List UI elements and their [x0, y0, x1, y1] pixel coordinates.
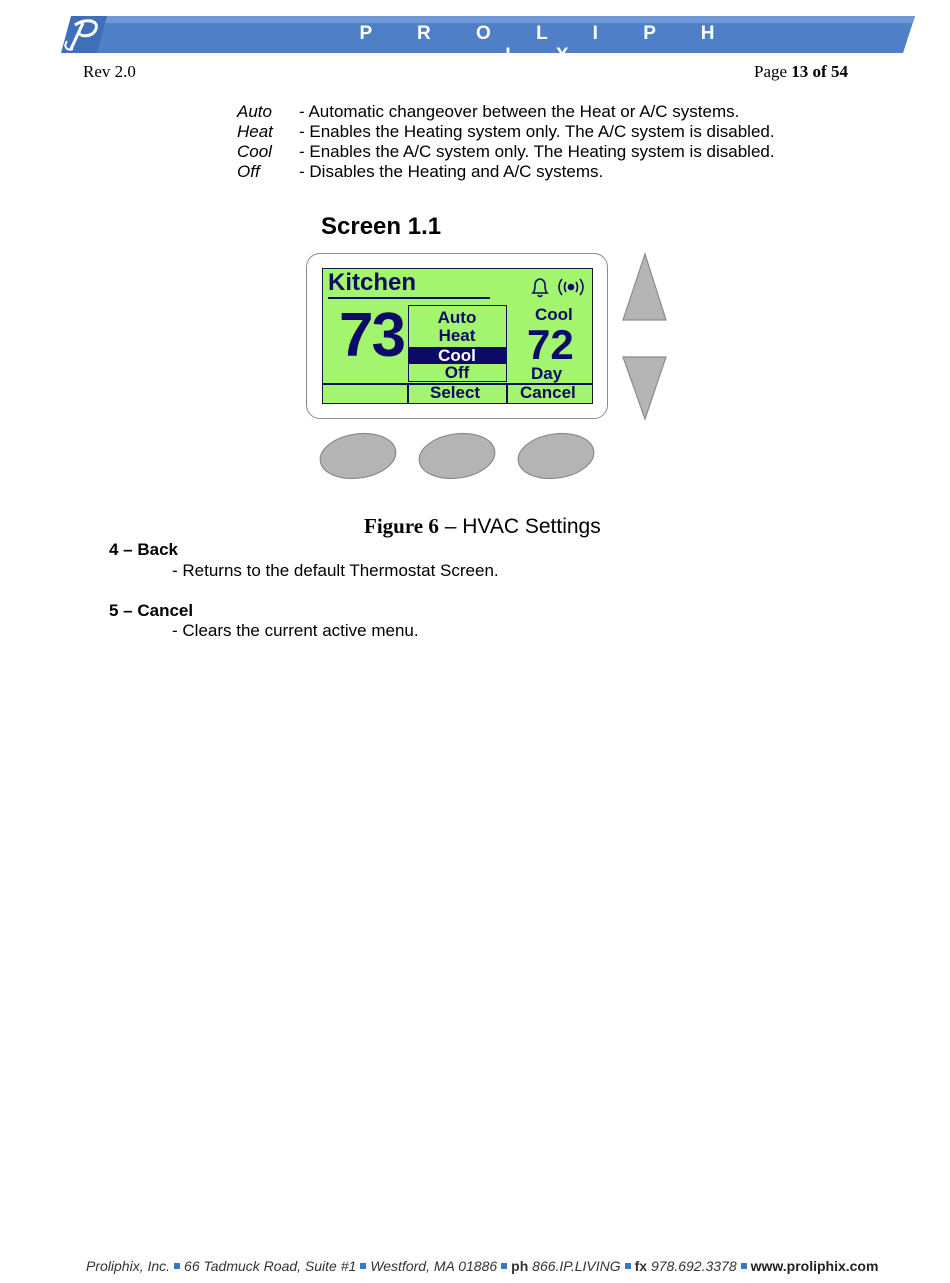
lcd-menu-item-heat: Heat — [438, 326, 476, 345]
lcd-hvac-menu: Auto Heat Cool Off — [408, 305, 507, 382]
revision-label: Rev 2.0 — [83, 62, 136, 81]
lcd-menu-item-off: Off — [444, 363, 470, 382]
caption-dash: – — [438, 515, 463, 538]
header-banner: P R O L I P H I X — [57, 15, 917, 66]
lcd-current-temperature: 73 — [339, 301, 406, 370]
proliphix-logo-icon — [61, 16, 107, 53]
section-heading-cancel: 5 – Cancel — [109, 601, 194, 620]
footer-company: Proliphix, Inc. — [86, 1258, 171, 1274]
footer-fax: 978.692.3378 — [650, 1258, 737, 1274]
lcd-softkey-separator — [506, 383, 508, 403]
softkey-button-2[interactable] — [417, 432, 497, 480]
lcd-softkey-divider — [323, 383, 592, 385]
mode-description: - Automatic changeover between the Heat … — [299, 102, 740, 121]
down-arrow-button-icon[interactable] — [622, 355, 668, 421]
lcd-menu-item-cool-selected: Cool — [438, 346, 476, 365]
page-count: 13 of 54 — [791, 62, 848, 81]
lcd-menu-selection-highlight — [409, 347, 506, 364]
mode-description: - Disables the Heating and A/C systems. — [299, 162, 604, 181]
footer-phone-label: ph — [511, 1258, 529, 1274]
lcd-mode-label: Cool — [535, 305, 573, 324]
section-body-back: - Returns to the default Thermostat Scre… — [172, 561, 499, 580]
figure-number: Figure 6 — [364, 514, 439, 538]
lcd-icon-group — [531, 278, 584, 298]
footer-separator — [740, 1263, 747, 1269]
mode-description: - Enables the A/C system only. The Heati… — [299, 142, 775, 161]
page-number: Page 13 of 54 — [754, 62, 848, 82]
mode-description: - Enables the Heating system only. The A… — [299, 122, 775, 141]
footer-separator — [501, 1263, 508, 1269]
softkey-button-1[interactable] — [318, 432, 398, 480]
softkey-button-3[interactable] — [516, 432, 596, 480]
section-heading-back: 4 – Back — [109, 540, 178, 559]
footer-fax-label: fx — [634, 1258, 648, 1274]
brand-name: P R O L I P H I X — [359, 23, 735, 66]
lcd-softkey-separator — [407, 383, 409, 403]
footer-address: 66 Tadmuck Road, Suite #1 — [184, 1258, 357, 1274]
mode-term: Cool — [237, 142, 272, 161]
page-footer: Proliphix, Inc. 66 Tadmuck Road, Suite #1… — [86, 1258, 878, 1274]
mode-term: Off — [237, 162, 260, 181]
caption-text: HVAC Settings — [462, 515, 601, 538]
thermostat-lcd: Kitchen 73 Auto Heat Cool Off Cool 72 Da… — [322, 268, 593, 404]
lcd-room-underline — [328, 297, 490, 299]
lcd-setpoint: 72 — [527, 321, 574, 368]
screen-title: Screen 1.1 — [321, 213, 442, 240]
mode-term: Auto — [237, 102, 272, 121]
section-body-cancel: - Clears the current active menu. — [172, 621, 419, 640]
lcd-softkey-cancel: Cancel — [520, 383, 576, 402]
lcd-room-name: Kitchen — [328, 269, 417, 296]
bell-icon — [531, 278, 549, 298]
footer-separator — [624, 1263, 631, 1269]
footer-phone: 866.IP.LIVING — [532, 1258, 621, 1274]
mode-term: Heat — [237, 122, 273, 141]
footer-city: Westford, MA 01886 — [370, 1258, 498, 1274]
page-prefix: Page — [754, 62, 792, 81]
lcd-period-label: Day — [531, 364, 563, 383]
footer-separator — [174, 1263, 181, 1269]
lcd-status-icons — [529, 277, 589, 304]
figure-caption: Figure 6 – HVAC Settings — [364, 514, 601, 539]
wireless-signal-icon — [558, 278, 584, 296]
up-arrow-button-icon[interactable] — [622, 252, 668, 322]
banner-shape — [77, 16, 915, 53]
footer-website-link[interactable]: www.proliphix.com — [750, 1258, 879, 1274]
lcd-menu-item-auto: Auto — [437, 308, 477, 327]
footer-separator — [360, 1263, 367, 1269]
lcd-softkey-select: Select — [430, 383, 481, 402]
